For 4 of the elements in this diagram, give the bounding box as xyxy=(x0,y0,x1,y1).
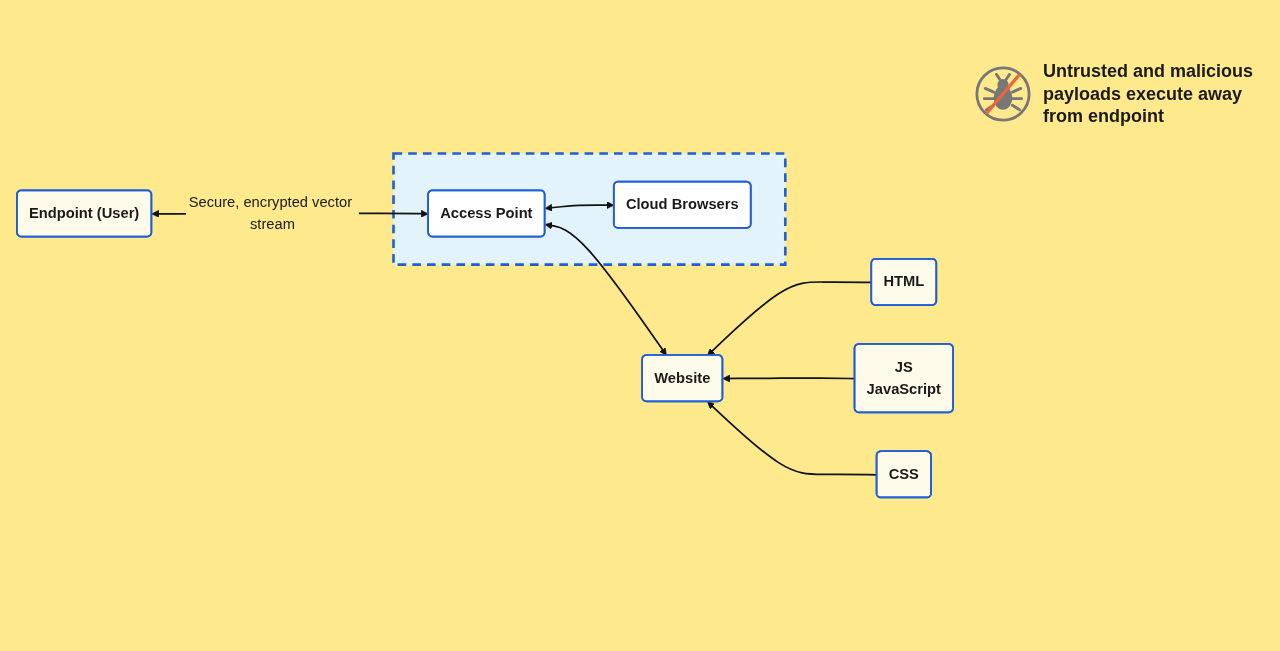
edge-label: Secure, encrypted vector stream xyxy=(188,193,353,233)
note-text: Untrusted and malicious payloads execute away from endpoint xyxy=(1043,60,1255,128)
arrow xyxy=(544,221,667,356)
cluster xyxy=(392,152,787,266)
